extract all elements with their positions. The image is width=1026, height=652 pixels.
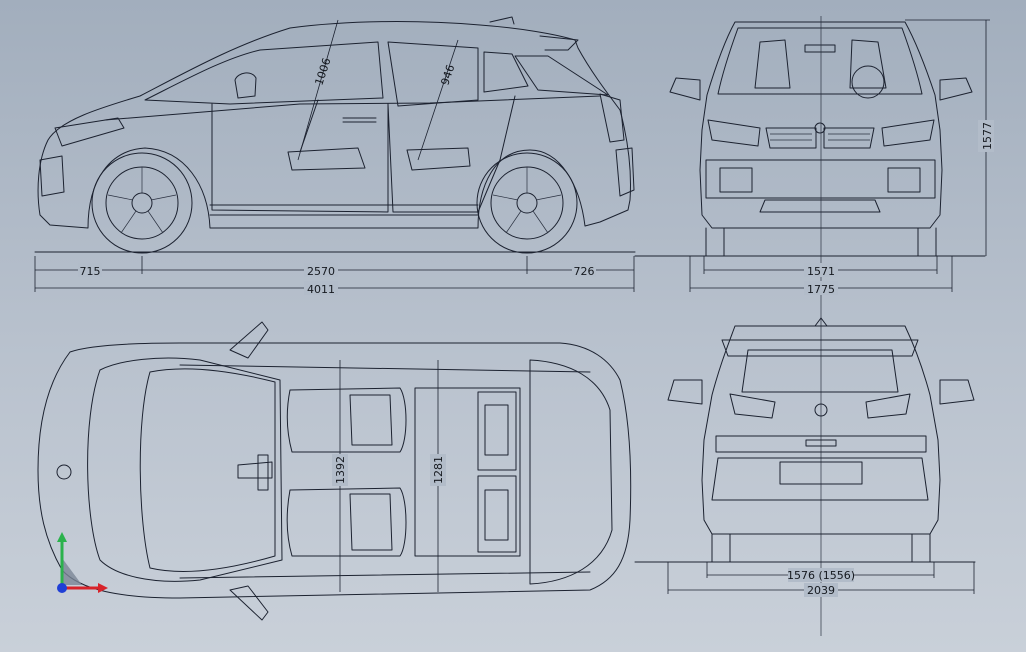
rear-wheel [476, 152, 578, 254]
front-body-outline [699, 21, 943, 229]
dim-rear-door-opening: 946 [438, 63, 457, 87]
front-view: 1577 1571 1775 [634, 16, 994, 636]
dim-height: 1577 [981, 122, 994, 150]
dim-rear-track: 1576 (1556) [787, 569, 855, 582]
dim-rear-overhang: 726 [574, 265, 595, 278]
side-dimension-chain: 715 2570 726 4011 [34, 256, 635, 296]
rear-view: 1576 (1556) 2039 [634, 317, 976, 597]
dim-wheelbase: 2570 [307, 265, 335, 278]
top-body-outline [37, 342, 632, 599]
front-wheel [91, 152, 193, 254]
dim-front-track: 1571 [807, 265, 835, 278]
dim-front-door-opening: 1006 [312, 56, 333, 87]
dim-front-overhang: 715 [80, 265, 101, 278]
side-body-outline [37, 21, 631, 229]
dim-body-width: 1775 [807, 283, 835, 296]
dim-overall-length: 4011 [307, 283, 335, 296]
side-view: 1006 946 [34, 16, 636, 254]
dim-rear-seat-width: 1281 [432, 456, 445, 484]
axis-triad-icon[interactable] [57, 532, 108, 593]
axis-z-point [57, 583, 67, 593]
top-view: 1392 1281 [37, 321, 632, 621]
dim-width-with-mirrors: 2039 [807, 584, 835, 597]
dim-front-seat-width: 1392 [334, 456, 347, 484]
